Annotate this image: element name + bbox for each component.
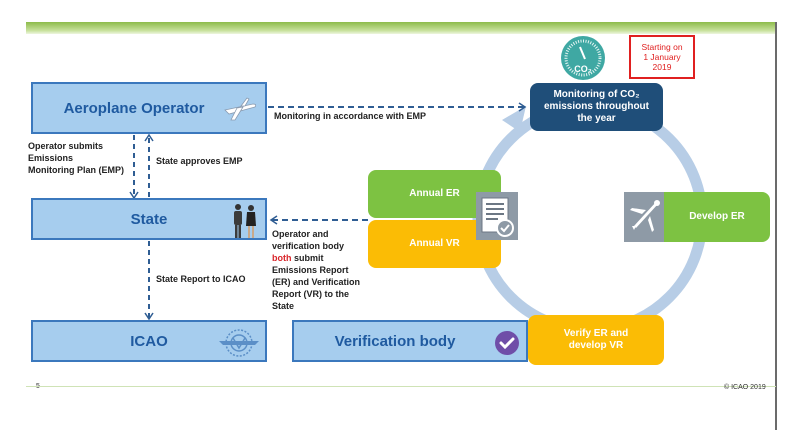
label-approve-emp: State approves EMP	[156, 156, 243, 166]
start-note-line1: Starting on	[641, 42, 683, 52]
stage-verify-line2: develop VR	[568, 340, 624, 351]
header-accent-bar	[26, 22, 776, 34]
check-circle-icon	[495, 331, 519, 355]
state-report-arrowhead	[144, 312, 154, 321]
entity-state-label: State	[130, 210, 168, 228]
label-monitoring-emp: Monitoring in accordance with EMP	[274, 111, 427, 121]
airplane-takeoff-icon	[630, 200, 660, 232]
stage-verify-er: Verify ER and develop VR	[528, 315, 664, 365]
label-state-report: State Report to ICAO	[156, 274, 246, 284]
develop-er-label: Develop ER	[664, 192, 770, 242]
cycle-arrowhead	[502, 106, 526, 132]
footer-divider	[26, 386, 776, 387]
people-icon	[234, 204, 256, 238]
entity-verification-body: Verification body	[292, 320, 528, 362]
label-submit-emp: Operator submits Emissions Monitoring Pl…	[28, 140, 124, 176]
label-submit-reports-line1: Operator and	[272, 229, 329, 239]
entity-state: State	[31, 198, 267, 240]
label-submit-reports-line6: Report (VR) to the	[272, 289, 349, 299]
entity-operator-label: Aeroplane Operator	[63, 99, 205, 117]
report-document-icon	[476, 192, 518, 240]
label-submit-emp-line1: Operator submits	[28, 141, 104, 151]
label-submit-word: submit	[291, 253, 324, 263]
approve-emp-arrowhead	[144, 133, 154, 142]
start-date-note: Starting on 1 January 2019	[629, 35, 695, 79]
entity-aeroplane-operator: Aeroplane Operator	[31, 82, 267, 134]
stage-monitoring-line2: emissions throughout	[544, 101, 649, 112]
co2-gauge-icon: CO₂	[560, 35, 606, 81]
copyright-notice: © ICAO 2019	[724, 384, 766, 391]
label-submit-reports-line2: verification body	[272, 241, 345, 251]
entity-verification-label: Verification body	[334, 332, 456, 350]
stage-monitoring-line1: Monitoring of CO₂	[553, 89, 640, 100]
label-both-highlight: both	[272, 253, 292, 263]
label-submit-reports-line3: both submit	[272, 252, 360, 264]
stage-monitoring-line3: the year	[577, 113, 616, 124]
develop-er-icon-panel	[624, 192, 664, 242]
start-note-line2: 1 January	[643, 52, 681, 62]
slide-right-edge	[775, 22, 777, 430]
label-submit-reports: Operator and verification body both subm…	[272, 228, 360, 312]
label-submit-emp-line2: Emissions	[28, 153, 74, 163]
label-submit-reports-line4: Emissions Report	[272, 265, 349, 275]
stage-develop-er: Develop ER	[624, 192, 770, 242]
monitoring-flow-arrowhead	[518, 102, 527, 112]
stage-verify-line1: Verify ER and	[563, 328, 629, 339]
co2-gauge-label: CO₂	[574, 64, 592, 74]
label-submit-reports-line5: (ER) and Verification	[272, 277, 361, 287]
label-submit-reports-line7: State	[272, 301, 295, 311]
label-submit-emp-line3: Monitoring Plan (EMP)	[28, 165, 124, 175]
reports-flow-arrowhead	[269, 215, 278, 225]
start-note-line3: 2019	[652, 62, 672, 72]
stage-monitoring: Monitoring of CO₂ emissions throughout t…	[530, 83, 663, 131]
icao-emblem-icon	[219, 329, 259, 357]
entity-icao-label: ICAO	[130, 332, 168, 350]
airplane-icon	[224, 97, 257, 121]
entity-icao: ICAO	[31, 320, 267, 362]
